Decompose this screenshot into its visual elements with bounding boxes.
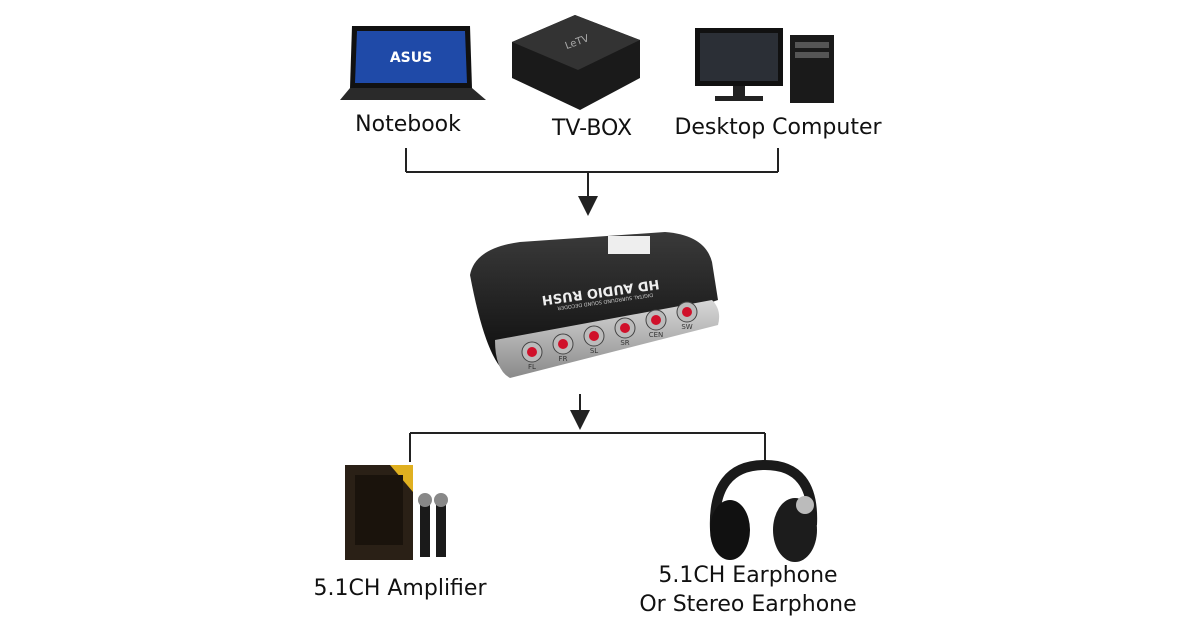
output-label-amplifier: 5.1CH Amplifier	[313, 576, 487, 601]
amplifier-image	[345, 465, 448, 560]
rca-port-center	[527, 347, 537, 357]
svg-text:ASUS: ASUS	[390, 50, 432, 66]
rca-port-center	[682, 307, 692, 317]
rca-port-label: FR	[559, 355, 568, 363]
desktop-computer-image	[695, 28, 834, 103]
rca-port-center	[620, 323, 630, 333]
rca-port-label: SL	[590, 347, 598, 355]
headphones-image	[709, 459, 818, 562]
rca-port-center	[651, 315, 661, 325]
input-connectors	[405, 148, 779, 216]
source-label-notebook: Notebook	[355, 112, 461, 137]
output-label-earphone-line2: Or Stereo Earphone	[639, 592, 857, 617]
rca-port-label: SR	[620, 339, 629, 347]
decoder-image: HD AUDIO RUSH DIGITAL SURROUND SOUND DEC…	[470, 232, 720, 378]
notebook-image: ASUS	[340, 26, 486, 100]
rca-port-label: FL	[528, 363, 536, 371]
source-label-tv-box: TV-BOX	[551, 116, 633, 141]
rca-port-center	[558, 339, 568, 349]
output-label-earphone-line1: 5.1CH Earphone	[658, 563, 838, 588]
source-label-desktop: Desktop Computer	[674, 115, 882, 140]
rca-port-label: SW	[681, 323, 692, 331]
rca-port-label: CEN	[649, 331, 664, 339]
tv-box-image: LeTV	[512, 15, 640, 110]
rca-port-center	[589, 331, 599, 341]
output-connectors	[409, 394, 766, 462]
